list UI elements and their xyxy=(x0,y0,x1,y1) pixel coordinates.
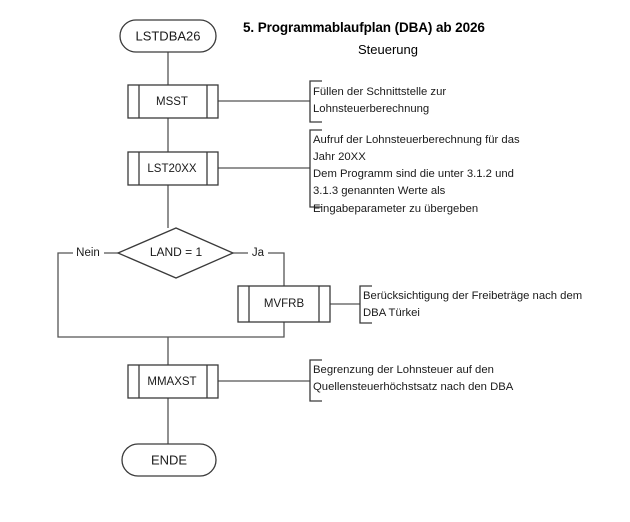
mmaxst-shape xyxy=(127,364,219,399)
note-msst: Füllen der Schnittstelle zur Lohnsteuerb… xyxy=(313,86,447,116)
end-shape xyxy=(121,443,217,477)
branch-no-backing xyxy=(73,245,104,261)
node-mmaxst[interactable]: MMAXST xyxy=(127,364,219,399)
branch-label-no: Nein xyxy=(76,247,100,259)
diagram-subtitle: Steuerung xyxy=(358,42,418,57)
branch-label-yes: Ja xyxy=(252,247,265,259)
connector-mvfrb-to-merge xyxy=(168,322,285,338)
mvfrb-label: MVFRB xyxy=(264,298,305,310)
end-label: ENDE xyxy=(151,452,187,467)
bracket-msst xyxy=(309,80,322,123)
start-shape xyxy=(119,19,217,53)
note-mmaxst: Begrenzung der Lohnsteuer auf den Quelle… xyxy=(313,364,514,394)
diagram-title: 5. Programmablaufplan (DBA) ab 2026 xyxy=(243,20,485,35)
msst-label: MSST xyxy=(156,96,188,108)
msst-shape xyxy=(127,84,219,119)
bracket-mmaxst xyxy=(309,359,322,402)
node-end[interactable]: ENDE xyxy=(121,443,217,477)
node-mvfrb[interactable]: MVFRB xyxy=(237,285,331,323)
decision-label: LAND = 1 xyxy=(150,245,203,259)
lst20xx-label: LST20XX xyxy=(147,163,197,175)
bracket-mvfrb xyxy=(359,285,372,324)
mmaxst-label: MMAXST xyxy=(147,376,196,388)
note-mvfrb: Berücksichtigung der Freibeträge nach de… xyxy=(363,290,583,320)
mvfrb-shape xyxy=(237,285,331,323)
start-label: LSTDBA26 xyxy=(135,28,200,43)
lst20xx-shape xyxy=(127,151,219,186)
connector-decision-yes xyxy=(233,252,285,286)
branch-yes-backing xyxy=(248,245,268,261)
node-decision-land[interactable]: LAND = 1 xyxy=(116,227,235,279)
node-lst20xx[interactable]: LST20XX xyxy=(127,151,219,186)
node-start[interactable]: LSTDBA26 xyxy=(119,19,217,53)
decision-shape xyxy=(116,227,235,279)
note-lst20xx: Aufruf der Lohnsteuerberechnung für das … xyxy=(313,134,520,215)
bracket-lst20xx xyxy=(309,129,322,208)
node-msst[interactable]: MSST xyxy=(127,84,219,119)
